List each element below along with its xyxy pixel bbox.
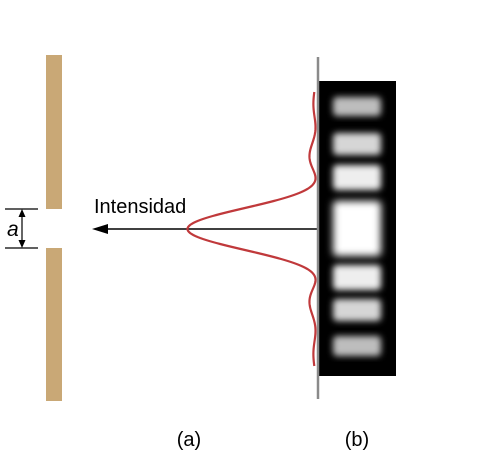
slit-barrier [46, 55, 62, 401]
slit-width-label: a [7, 218, 19, 241]
slit-width-dimension [5, 208, 38, 249]
fringe-band-central [333, 201, 381, 256]
panel-a-label: (a) [177, 429, 201, 451]
intensity-label: Intensidad [94, 196, 186, 218]
fringe-band-upper-2 [333, 133, 381, 155]
fringe-band-upper-1 [333, 165, 381, 190]
fringe-band-lower-1 [333, 265, 381, 290]
intensity-curve [186, 91, 317, 367]
diffraction-pattern-film [318, 81, 396, 376]
slit-barrier-upper [46, 55, 62, 209]
intensity-arrow [92, 224, 318, 234]
fringe-bands [333, 97, 381, 356]
slit-barrier-lower [46, 248, 62, 401]
fringe-band-upper-3 [333, 97, 381, 116]
fringe-band-lower-3 [333, 336, 381, 356]
panel-b-label: (b) [345, 429, 369, 451]
fringe-band-lower-2 [333, 299, 381, 321]
